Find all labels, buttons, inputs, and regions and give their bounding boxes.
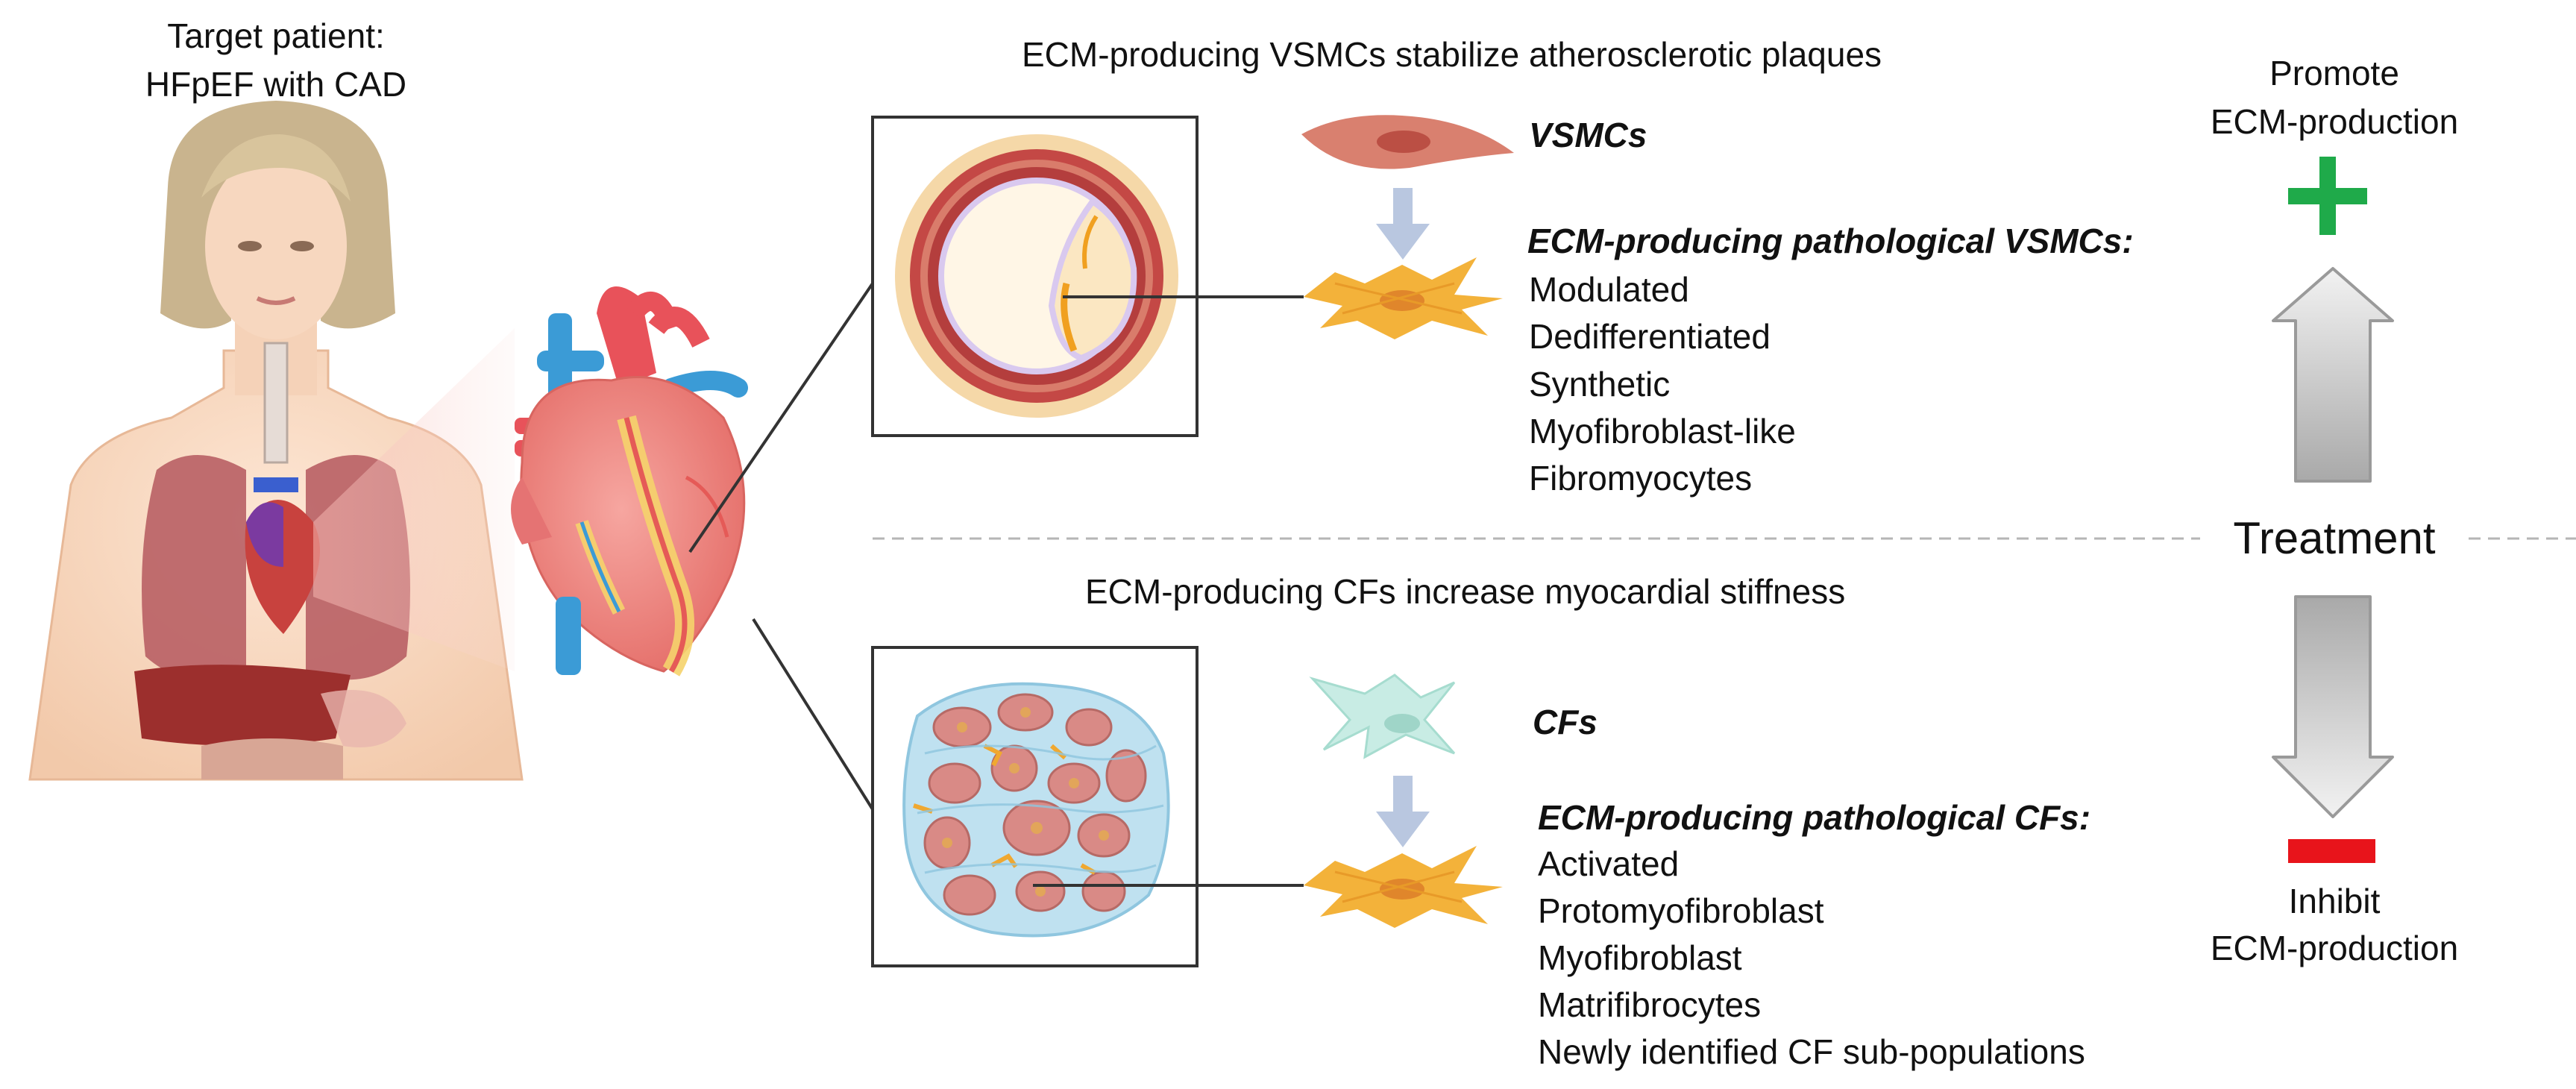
inhibit-label-line2: ECM-production (2210, 929, 2459, 967)
heart-icon (511, 286, 748, 677)
inhibit-label-line1: Inhibit (2288, 882, 2381, 920)
activated-cell-icon (1304, 257, 1503, 339)
cf-patho-label: ECM-producing pathological CFs: (1538, 798, 2091, 837)
down-small-arrow-top (1376, 188, 1430, 260)
cf-state-item: Protomyofibroblast (1538, 891, 1824, 930)
activated-cell-icon (1304, 846, 1503, 928)
cf-state-item: Matrifibrocytes (1538, 985, 1762, 1024)
connector-line-top (688, 282, 874, 553)
up-arrow-icon (2272, 267, 2394, 483)
vsmc-cell-label: VSMCs (1529, 116, 1647, 154)
cf-cell-label: CFs (1533, 703, 1598, 741)
vsmc-section-heading: ECM-producing VSMCs stabilize atheroscle… (1022, 35, 1882, 74)
vsmc-state-item: Dedifferentiated (1529, 317, 1771, 356)
patient-title-line1: Target patient: (167, 16, 385, 55)
myocardium-tissue-icon (902, 682, 1170, 938)
vsmc-state-item: Synthetic (1529, 365, 1671, 404)
cf-section-heading: ECM-producing CFs increase myocardial st… (1085, 572, 1846, 611)
vsmc-state-item: Modulated (1529, 270, 1689, 309)
minus-icon (2288, 839, 2375, 863)
down-arrow-icon (2272, 595, 2394, 818)
connector-line-bottom (752, 618, 874, 811)
down-small-arrow-bottom (1376, 776, 1430, 847)
vsmc-state-item: Myofibroblast-like (1529, 412, 1796, 451)
artery-cross-section-icon (895, 134, 1178, 418)
fibroblast-cell-icon (1309, 674, 1456, 759)
promote-label-line1: Promote (2269, 54, 2399, 92)
vsmc-cell-icon (1301, 115, 1514, 169)
cf-state-item: Myofibroblast (1538, 938, 1742, 977)
vsmc-patho-label: ECM-producing pathological VSMCs: (1527, 222, 2134, 260)
zoom-beam (313, 328, 515, 671)
cf-state-item: Newly identified CF sub-populations (1538, 1032, 2085, 1071)
patient-title-line2: HFpEF with CAD (145, 65, 407, 104)
plus-icon (2288, 157, 2367, 235)
treatment-label: Treatment (2233, 513, 2436, 563)
vsmc-state-item: Fibromyocytes (1529, 459, 1753, 498)
promote-label-line2: ECM-production (2210, 102, 2459, 141)
cf-state-item: Activated (1538, 844, 1680, 883)
